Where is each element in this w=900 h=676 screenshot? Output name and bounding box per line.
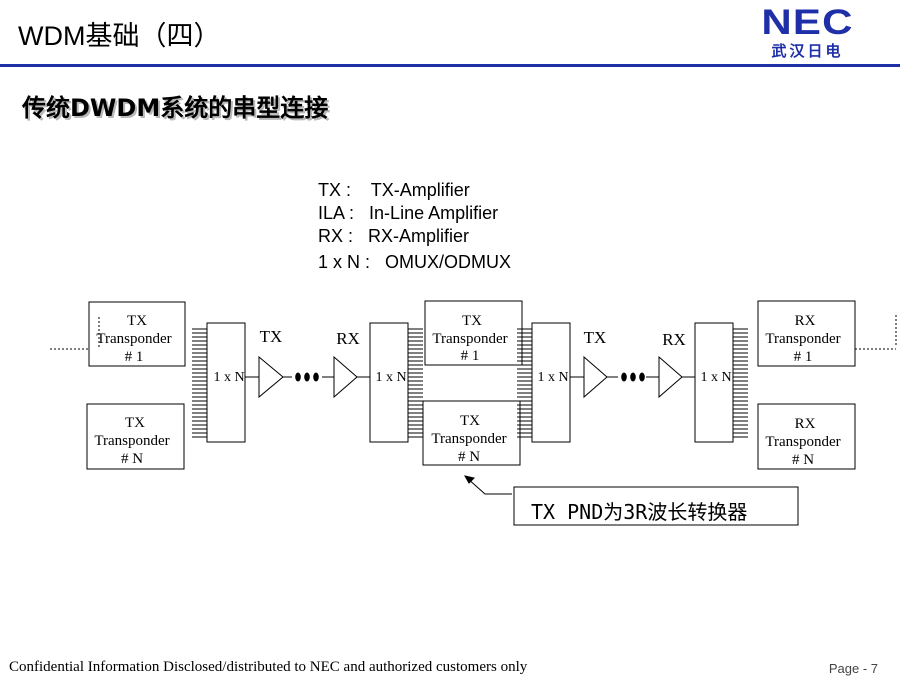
transponder-index: # N	[458, 449, 480, 465]
mux-1-ports	[192, 328, 207, 438]
legend-meaning: TX-Amplifier	[370, 180, 470, 200]
legend-abbr: RX :	[318, 226, 354, 246]
tx-amplifier-1	[258, 355, 284, 399]
mux-box-2	[531, 322, 571, 443]
callout-text: TX PND为3R波长转换器	[531, 500, 747, 524]
header-title: WDM基础（四）	[18, 21, 221, 51]
legend-meaning: RX-Amplifier	[368, 226, 470, 246]
nec-logo: NEC 武汉日电	[745, 4, 870, 61]
transponder-index: # N	[792, 452, 814, 468]
transponder-type-label: TX	[127, 313, 147, 329]
legend-abbr: 1 x N :	[318, 252, 371, 272]
legend: TX : TX-Amplifier ILA : In-Line Amplifie…	[318, 179, 511, 274]
demux-box-1	[369, 322, 409, 443]
transponder-index: # 1	[794, 349, 813, 365]
span-ellipsis-1	[295, 372, 319, 382]
transponder-label: Transponder	[431, 431, 506, 447]
slide-title: 传统DWDM系统的串型连接	[22, 94, 329, 122]
confidential-notice: Confidential Information Disclosed/distr…	[9, 659, 528, 675]
legend-row-mux: 1 x N : OMUX/ODMUX	[318, 251, 511, 274]
legend-meaning: In-Line Amplifier	[369, 203, 499, 223]
legend-row-tx: TX : TX-Amplifier	[318, 179, 511, 202]
transponder-type-label: TX	[462, 313, 482, 329]
transponder-label: Transponder	[96, 331, 171, 347]
mux-label: 1 x N	[375, 370, 406, 385]
callout-arrowhead	[464, 475, 475, 484]
brand-subtitle: 武汉日电	[771, 42, 844, 60]
rx-transponder-1-right	[757, 300, 856, 367]
demux-box-2	[694, 322, 734, 443]
amplifier-label: TX	[260, 327, 283, 346]
transponder-label: Transponder	[94, 433, 169, 449]
transponder-type-label: RX	[795, 416, 816, 432]
rx-amplifier-2	[658, 355, 683, 399]
transponder-type-label: TX	[460, 413, 480, 429]
transponder-index: # 1	[125, 349, 144, 365]
legend-row-ila: ILA : In-Line Amplifier	[318, 202, 511, 225]
callout-box	[513, 486, 799, 526]
rx-transponder-n-right	[757, 403, 856, 470]
transponder-index: # N	[121, 451, 143, 467]
rx-amplifier-1	[333, 355, 358, 399]
transponder-label: Transponder	[765, 331, 840, 347]
tx-transponder-1-left	[88, 301, 186, 367]
brand-name: NEC	[761, 3, 854, 42]
mux-box-1	[206, 322, 246, 443]
amplifier-label: RX	[336, 329, 360, 348]
legend-row-rx: RX : RX-Amplifier	[318, 225, 511, 248]
transponder-type-label: RX	[795, 313, 816, 329]
span-ellipsis-2	[621, 372, 645, 382]
legend-meaning: OMUX/ODMUX	[385, 252, 512, 272]
page-number: Page - 7	[828, 661, 878, 676]
legend-abbr: ILA :	[318, 203, 355, 223]
legend-abbr: TX :	[318, 180, 352, 200]
demux-2-ports	[733, 328, 748, 438]
demux-1-ports	[408, 328, 423, 438]
transponder-type-label: TX	[125, 415, 145, 431]
tx-transponder-n-left	[86, 403, 185, 470]
amplifier-label: TX	[584, 328, 607, 347]
mux-label: 1 x N	[537, 370, 568, 385]
mux-label: 1 x N	[213, 370, 244, 385]
transponder-label: Transponder	[765, 434, 840, 450]
header-divider	[0, 64, 900, 67]
transponder-label: Transponder	[432, 331, 507, 347]
amplifier-label: RX	[662, 330, 686, 349]
callout-arrow	[466, 477, 512, 495]
transponder-index: # 1	[461, 348, 480, 364]
tx-amplifier-2	[583, 355, 608, 399]
mux-label: 1 x N	[700, 370, 731, 385]
mux-2-ports	[517, 328, 532, 438]
